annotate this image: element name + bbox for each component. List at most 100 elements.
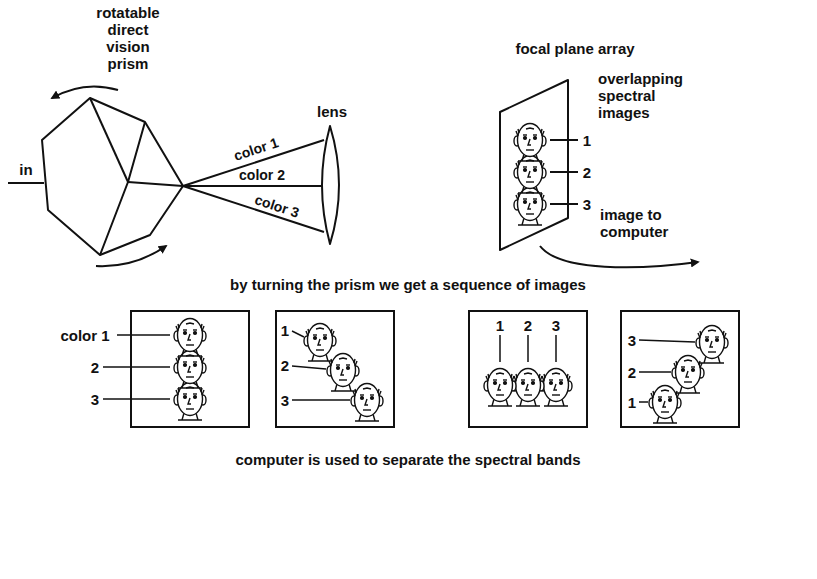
leader-line — [639, 371, 671, 373]
focal-plane — [500, 80, 568, 250]
face-line — [523, 198, 527, 199]
face-line — [503, 379, 507, 380]
face-line — [188, 334, 191, 340]
callout-number: 3 — [552, 317, 560, 334]
face-line — [329, 361, 331, 366]
face-line — [306, 331, 308, 336]
face-line — [365, 399, 368, 405]
face-line — [488, 374, 489, 378]
face-line — [539, 374, 540, 378]
face-eye — [550, 382, 553, 385]
face-line — [723, 331, 724, 335]
face-line — [559, 379, 563, 380]
face-line — [676, 361, 677, 365]
face-line — [202, 326, 204, 331]
face-line — [542, 195, 544, 200]
image-frame: color 123 — [130, 310, 250, 428]
ray — [183, 186, 324, 232]
face — [540, 369, 572, 407]
face-line — [523, 166, 527, 167]
face-eye — [534, 137, 537, 140]
face-line — [493, 379, 497, 380]
face-eye — [184, 332, 187, 335]
face-line — [691, 366, 695, 367]
face-line — [346, 364, 350, 365]
face-head — [178, 319, 203, 352]
face-line — [668, 396, 672, 397]
face-line — [486, 376, 488, 381]
face-line — [316, 349, 324, 350]
face-line — [178, 324, 179, 328]
face-head — [516, 369, 541, 402]
face-eye — [669, 399, 672, 402]
leader-line — [550, 203, 578, 205]
face-line — [567, 374, 568, 378]
face-line — [523, 134, 527, 135]
face-line — [339, 358, 347, 359]
callout-number: color 1 — [60, 327, 109, 344]
face-line — [183, 393, 187, 394]
face-head — [331, 354, 356, 387]
face-eye — [194, 364, 197, 367]
face-line — [318, 339, 321, 345]
face-line — [378, 389, 379, 393]
face-line — [188, 366, 191, 372]
face-eye — [184, 364, 187, 367]
face-line — [526, 128, 534, 129]
face-line — [700, 331, 701, 335]
face-line — [521, 379, 525, 380]
rotation-arrow — [52, 86, 118, 98]
face-line — [496, 373, 504, 374]
callout-number: 1 — [281, 322, 289, 339]
callout-number: 2 — [524, 317, 532, 334]
face-line — [336, 364, 340, 365]
face-line — [201, 324, 202, 328]
leader-line — [292, 366, 326, 369]
face-line — [528, 139, 531, 145]
face-line — [653, 391, 654, 395]
face-line — [699, 361, 700, 365]
face-line — [544, 374, 545, 378]
face-line — [186, 323, 194, 324]
face-line — [710, 341, 713, 347]
face-line — [661, 390, 669, 391]
face-line — [552, 373, 560, 374]
face-eye — [560, 382, 563, 385]
face-line — [554, 384, 557, 390]
face-line — [176, 390, 178, 395]
face-line — [323, 334, 327, 335]
callout-number: 2 — [583, 164, 591, 181]
face-line — [308, 329, 309, 333]
face-eye — [716, 339, 719, 342]
face-line — [526, 213, 534, 214]
ray-label: color 2 — [239, 167, 285, 183]
leader-line — [639, 340, 695, 342]
face-line — [512, 376, 514, 381]
face-eye — [692, 369, 695, 372]
face-line — [176, 358, 178, 363]
face-line — [193, 329, 197, 330]
face-line — [533, 198, 537, 199]
input-label: in — [19, 161, 32, 178]
face-line — [186, 344, 194, 345]
face — [327, 354, 359, 392]
face — [512, 369, 544, 407]
prism-outline — [42, 98, 183, 255]
prism-edge — [100, 122, 145, 255]
input-ray — [8, 182, 44, 184]
face-eye — [524, 137, 527, 140]
ray-label: color 1 — [231, 134, 280, 164]
images-label: overlapping spectral images — [598, 70, 698, 121]
face-eye — [324, 337, 327, 340]
leader-line — [550, 139, 578, 141]
face-line — [511, 374, 512, 378]
leader-line — [117, 334, 170, 336]
face-line — [677, 393, 679, 398]
face-line — [528, 203, 531, 209]
face-line — [360, 394, 364, 395]
face-line — [700, 363, 702, 368]
face-line — [518, 129, 519, 133]
face-line — [533, 166, 537, 167]
face-line — [188, 398, 191, 404]
face-eye — [534, 169, 537, 172]
